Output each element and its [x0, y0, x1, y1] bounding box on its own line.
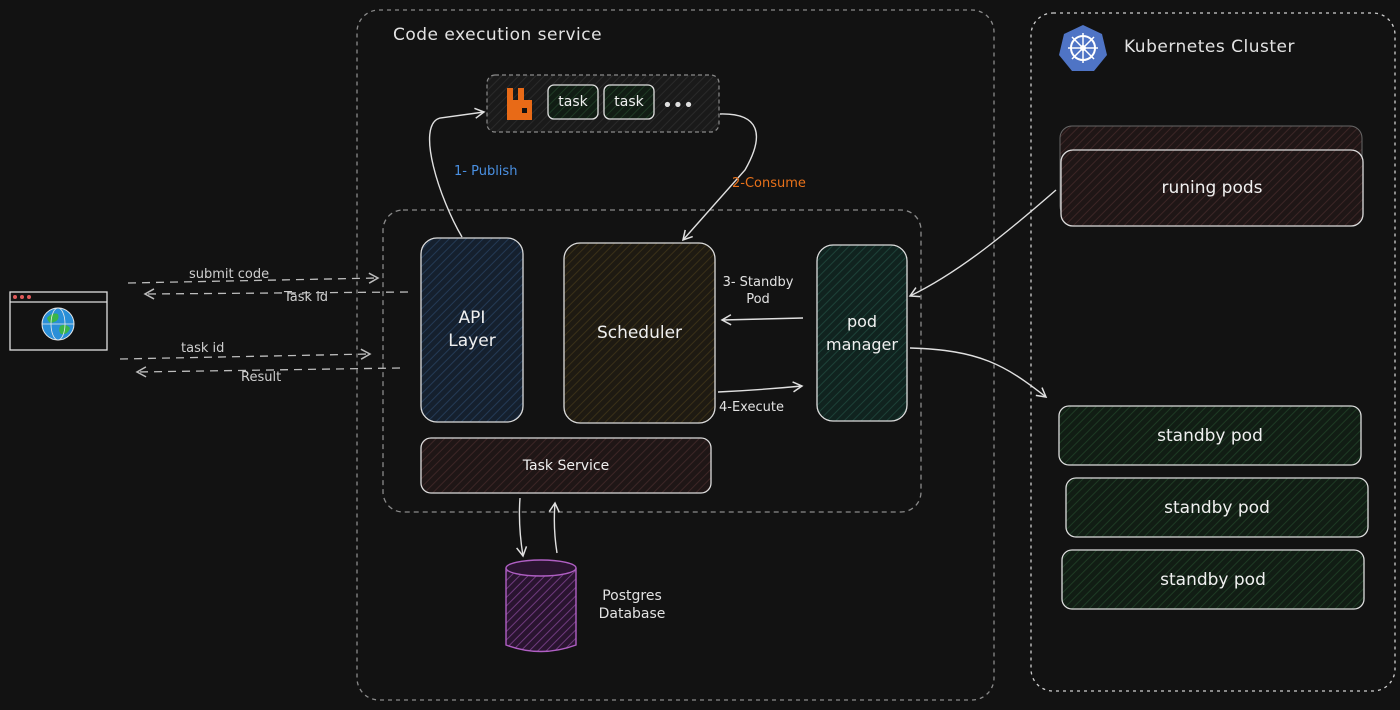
code-execution-service-title: Code execution service — [393, 25, 603, 45]
postgres-database-cylinder — [505, 559, 577, 653]
kubernetes-helm-icon — [1059, 25, 1107, 71]
task-service-to-db-arrow — [516, 497, 528, 558]
api-layer-label: API Layer — [448, 308, 496, 351]
kubernetes-cluster-title: Kubernetes Cluster — [1124, 37, 1295, 57]
standby-pod-1-label: standby pod — [1157, 425, 1263, 446]
standby-pod-3-label: standby pod — [1160, 569, 1266, 590]
kubernetes-cluster-container — [1030, 12, 1396, 692]
db-to-task-service-arrow — [548, 501, 560, 554]
scheduler-box — [563, 242, 716, 424]
pod-manager-box — [816, 244, 908, 422]
result-label: Result — [241, 370, 282, 385]
pod-manager-to-standby-arrow — [909, 347, 1048, 398]
queue-more-icon: ••• — [662, 94, 694, 116]
task-id-request-arrow — [119, 348, 372, 360]
standby-pod-3-box — [1061, 549, 1365, 610]
message-queue — [486, 74, 720, 133]
task-service-box — [420, 437, 712, 494]
publish-label: 1- Publish — [454, 164, 518, 179]
rabbitmq-icon — [507, 88, 532, 120]
standby-pod-step-label: 3- Standby Pod — [722, 275, 794, 307]
queue-task-1-box — [547, 84, 599, 120]
task-id-request-label: task id — [181, 341, 225, 356]
running-pods-label: runing pods — [1161, 178, 1263, 198]
submit-code-label: submit code — [189, 267, 270, 282]
browser-globe-icon — [9, 291, 108, 351]
standby-pod-2-label: standby pod — [1164, 497, 1270, 518]
standby-pod-2-box — [1065, 477, 1369, 538]
running-pods-box — [1060, 149, 1364, 227]
consume-arrow — [681, 113, 758, 242]
queue-task-1-label: task — [558, 94, 588, 110]
execute-arrow — [717, 381, 804, 393]
standby-pod-arrow — [720, 314, 804, 326]
service-group-container — [382, 209, 922, 513]
standby-pod-1-box — [1058, 405, 1362, 466]
database-label: Postgres Database — [598, 588, 666, 622]
scheduler-label: Scheduler — [596, 323, 683, 343]
running-pods-arrow — [908, 189, 1057, 298]
publish-arrow — [428, 107, 486, 238]
task-id-response-arrow — [143, 288, 409, 300]
queue-task-2-box — [603, 84, 655, 120]
task-id-response-label: Task id — [284, 290, 329, 305]
queue-task-2-label: task — [614, 94, 644, 110]
api-layer-box — [420, 237, 524, 423]
execute-step-label: 4-Execute — [719, 400, 784, 415]
pod-manager-label: pod manager — [826, 312, 898, 354]
code-execution-service-container — [356, 9, 995, 701]
task-service-label: Task Service — [522, 457, 610, 474]
result-arrow — [135, 366, 401, 378]
consume-label: 2-Consume — [732, 176, 806, 191]
